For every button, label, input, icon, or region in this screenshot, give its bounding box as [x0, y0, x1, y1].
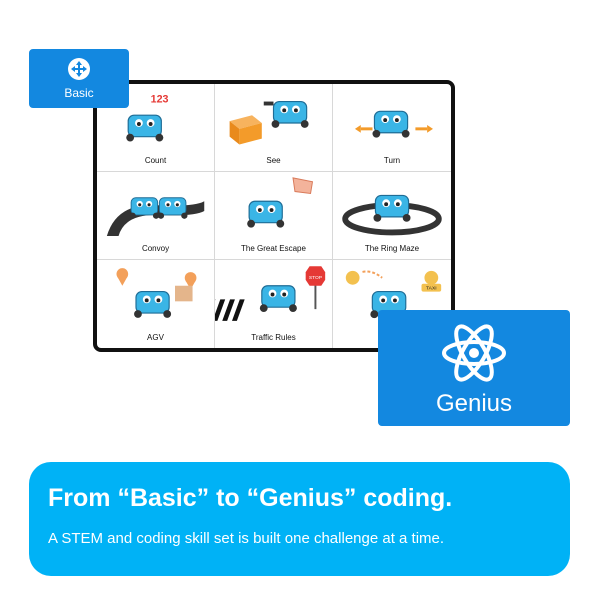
challenge-label-count: Count [144, 156, 167, 165]
challenge-label-see: See [266, 156, 281, 165]
challenge-label-great-escape: The Great Escape [241, 244, 306, 253]
genius-level-label: Genius [435, 390, 513, 417]
basic-level-badge[interactable]: Basic [29, 49, 129, 108]
challenge-label-convoy: Convoy [141, 244, 170, 253]
challenge-card-agv[interactable]: AGV [97, 260, 215, 348]
genius-level-badge[interactable]: Genius [378, 310, 570, 426]
challenge-card-ring-maze[interactable]: The Ring Maze [333, 172, 451, 260]
robot-turn-icon [354, 110, 433, 138]
challenge-card-great-escape[interactable]: The Great Escape [215, 172, 333, 260]
move-arrows-icon [68, 58, 90, 80]
challenge-card-see[interactable]: See [215, 84, 333, 172]
atom-icon [442, 324, 506, 382]
svg-text:STOP: STOP [309, 275, 322, 281]
challenge-card-count[interactable]: 123 Count [97, 84, 215, 172]
banner-title: From “Basic” to “Genius” coding. [48, 484, 453, 512]
robot-taxi-icon: TAXI [345, 270, 442, 319]
robot-escape-icon [247, 177, 314, 228]
robot-ring-maze-icon [342, 194, 442, 236]
challenge-label-turn: Turn [383, 156, 401, 165]
challenge-grid: 123 Count See Turn [97, 84, 451, 348]
challenge-label-agv: AGV [147, 333, 164, 342]
svg-text:123: 123 [151, 94, 169, 106]
robot-counting-icon: 123 [126, 94, 169, 142]
challenge-label-ring-maze: The Ring Maze [364, 244, 420, 253]
challenge-card-turn[interactable]: Turn [333, 84, 451, 172]
robot-traffic-icon: STOP [215, 266, 326, 321]
robot-box-icon [229, 100, 309, 145]
promo-banner: From “Basic” to “Genius” coding. A STEM … [29, 462, 570, 576]
banner-subtitle: A STEM and coding skill set is built one… [48, 530, 445, 547]
challenge-card-traffic-rules[interactable]: STOP Traffic Rules [215, 260, 333, 348]
basic-level-label: Basic [64, 86, 94, 100]
challenge-card-convoy[interactable]: Convoy [97, 172, 215, 260]
svg-text:TAXI: TAXI [426, 286, 437, 292]
robot-convoy-icon [106, 197, 205, 237]
robot-agv-icon [116, 268, 197, 318]
challenge-board: 123 Count See Turn [93, 80, 455, 352]
challenge-label-traffic-rules: Traffic Rules [251, 333, 296, 342]
